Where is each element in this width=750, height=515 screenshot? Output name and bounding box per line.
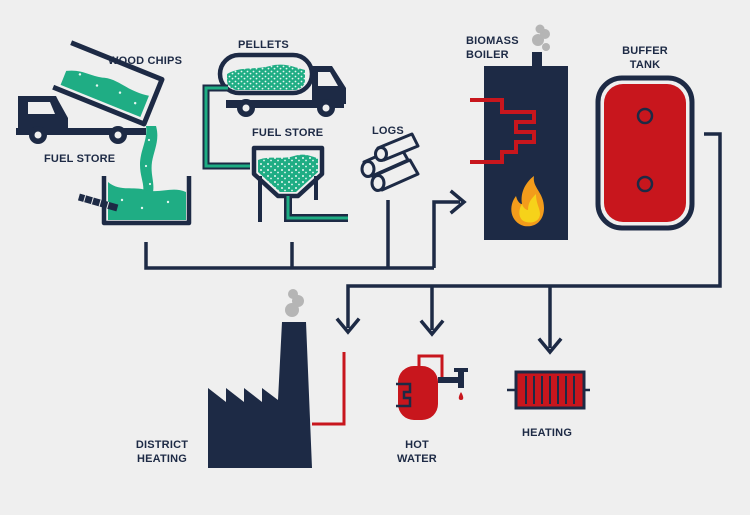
boiler-icon [470, 52, 568, 240]
arrow-icon [449, 189, 467, 215]
flame-icon [511, 176, 544, 227]
pellet-fuel-store-label: FUEL STORE [252, 127, 324, 139]
smoke-icon [285, 289, 304, 317]
chip-fuel-store-label: FUEL STORE [44, 153, 116, 165]
falling-chips [140, 126, 158, 196]
district-heating-label: DISTRICT HEATING [135, 439, 189, 465]
logs-label: LOGS [372, 125, 404, 137]
pellet-delivery-pipe [202, 84, 250, 170]
tanker-truck-icon [217, 52, 346, 117]
water-heater-icon [396, 354, 444, 420]
radiator-icon [507, 370, 590, 410]
pellets-label: PELLETS [238, 39, 289, 51]
biomass-boiler-label: BIOMASS BOILER [466, 35, 519, 61]
heating-label: HEATING [522, 427, 573, 439]
chip-fuel-store [77, 176, 192, 226]
tipper-truck-icon [16, 40, 165, 144]
pellet-fuel-store [251, 145, 348, 222]
factory-icon [208, 322, 346, 468]
buffer-tank-icon [595, 75, 695, 231]
buffer-tank-label: BUFFER TANK [622, 45, 668, 71]
tap-icon [438, 368, 468, 400]
fuel-feed-pipes [144, 200, 460, 270]
arrow-icon [335, 317, 563, 355]
distribution-pipes [346, 132, 722, 348]
logs-icon [360, 132, 420, 192]
wood-chips-label: WOOD CHIPS [108, 55, 183, 67]
smoke-icon [532, 24, 550, 51]
hot-water-label: HOT WATER [397, 439, 437, 465]
